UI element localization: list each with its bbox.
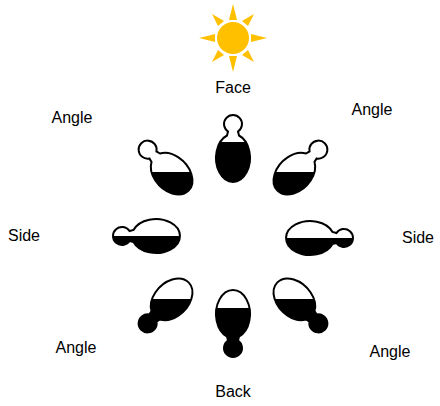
pin-shadow-figure <box>129 131 200 202</box>
view-label: Side <box>8 227 40 245</box>
view-label: Angle <box>370 343 411 361</box>
view-label: Angle <box>352 101 393 119</box>
pin-shadow-figure <box>286 221 353 255</box>
view-label: Face <box>215 79 251 97</box>
view-label: Angle <box>52 109 93 127</box>
view-label: Back <box>215 383 251 401</box>
pin-shadow-figure <box>216 290 250 357</box>
view-label: Angle <box>56 339 97 357</box>
pin-shadow-figure <box>265 270 336 341</box>
view-label: Side <box>402 229 434 247</box>
pin-shadow-figure <box>216 115 250 182</box>
pin-shadow-figure <box>265 131 336 202</box>
sun-symbol <box>199 4 267 72</box>
pin-shadow-figure <box>113 219 180 253</box>
pin-shadow-figure <box>129 270 200 341</box>
